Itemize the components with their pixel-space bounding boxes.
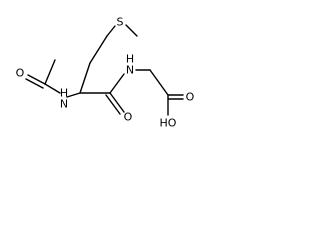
- bond-s-methyl: [125, 24, 138, 37]
- bond-amide-co-1: [109, 92, 125, 113]
- amide-n1-h-label: H: [60, 87, 68, 100]
- bond-calpha-ch2: [79, 62, 91, 94]
- bond-n1-calpha: [66, 92, 81, 98]
- bond-acetyl-co-2: [25, 78, 44, 89]
- bond-acetyl-methyl: [44, 59, 56, 85]
- amide-n1-label: N: [60, 98, 68, 111]
- amide-n2-h-label: H: [126, 53, 134, 66]
- bond-skeleton: [25, 24, 184, 116]
- bond-ch2-s: [106, 25, 116, 37]
- acid-double-oxygen-label: O: [186, 91, 195, 104]
- atom-labels: S O H N N H O O HO: [16, 16, 195, 130]
- amide-n2-label: N: [126, 64, 134, 77]
- bond-glyc-ch2-acidc: [149, 69, 169, 96]
- sulfur-atom-label: S: [117, 16, 124, 29]
- bond-ch2-ch2: [89, 35, 108, 64]
- amide-oxygen-label: O: [124, 111, 133, 124]
- bond-acetylc-n1: [44, 83, 61, 94]
- acetyl-oxygen-label: O: [16, 67, 25, 80]
- bond-acetyl-co-1: [27, 74, 46, 85]
- bond-carbonyl-n2: [109, 73, 125, 94]
- n-acetylmethionylglycine-structure: S O H N N H O O HO: [16, 16, 195, 130]
- bond-amide-co-2: [105, 94, 121, 115]
- acid-hydroxyl-label: HO: [160, 117, 177, 130]
